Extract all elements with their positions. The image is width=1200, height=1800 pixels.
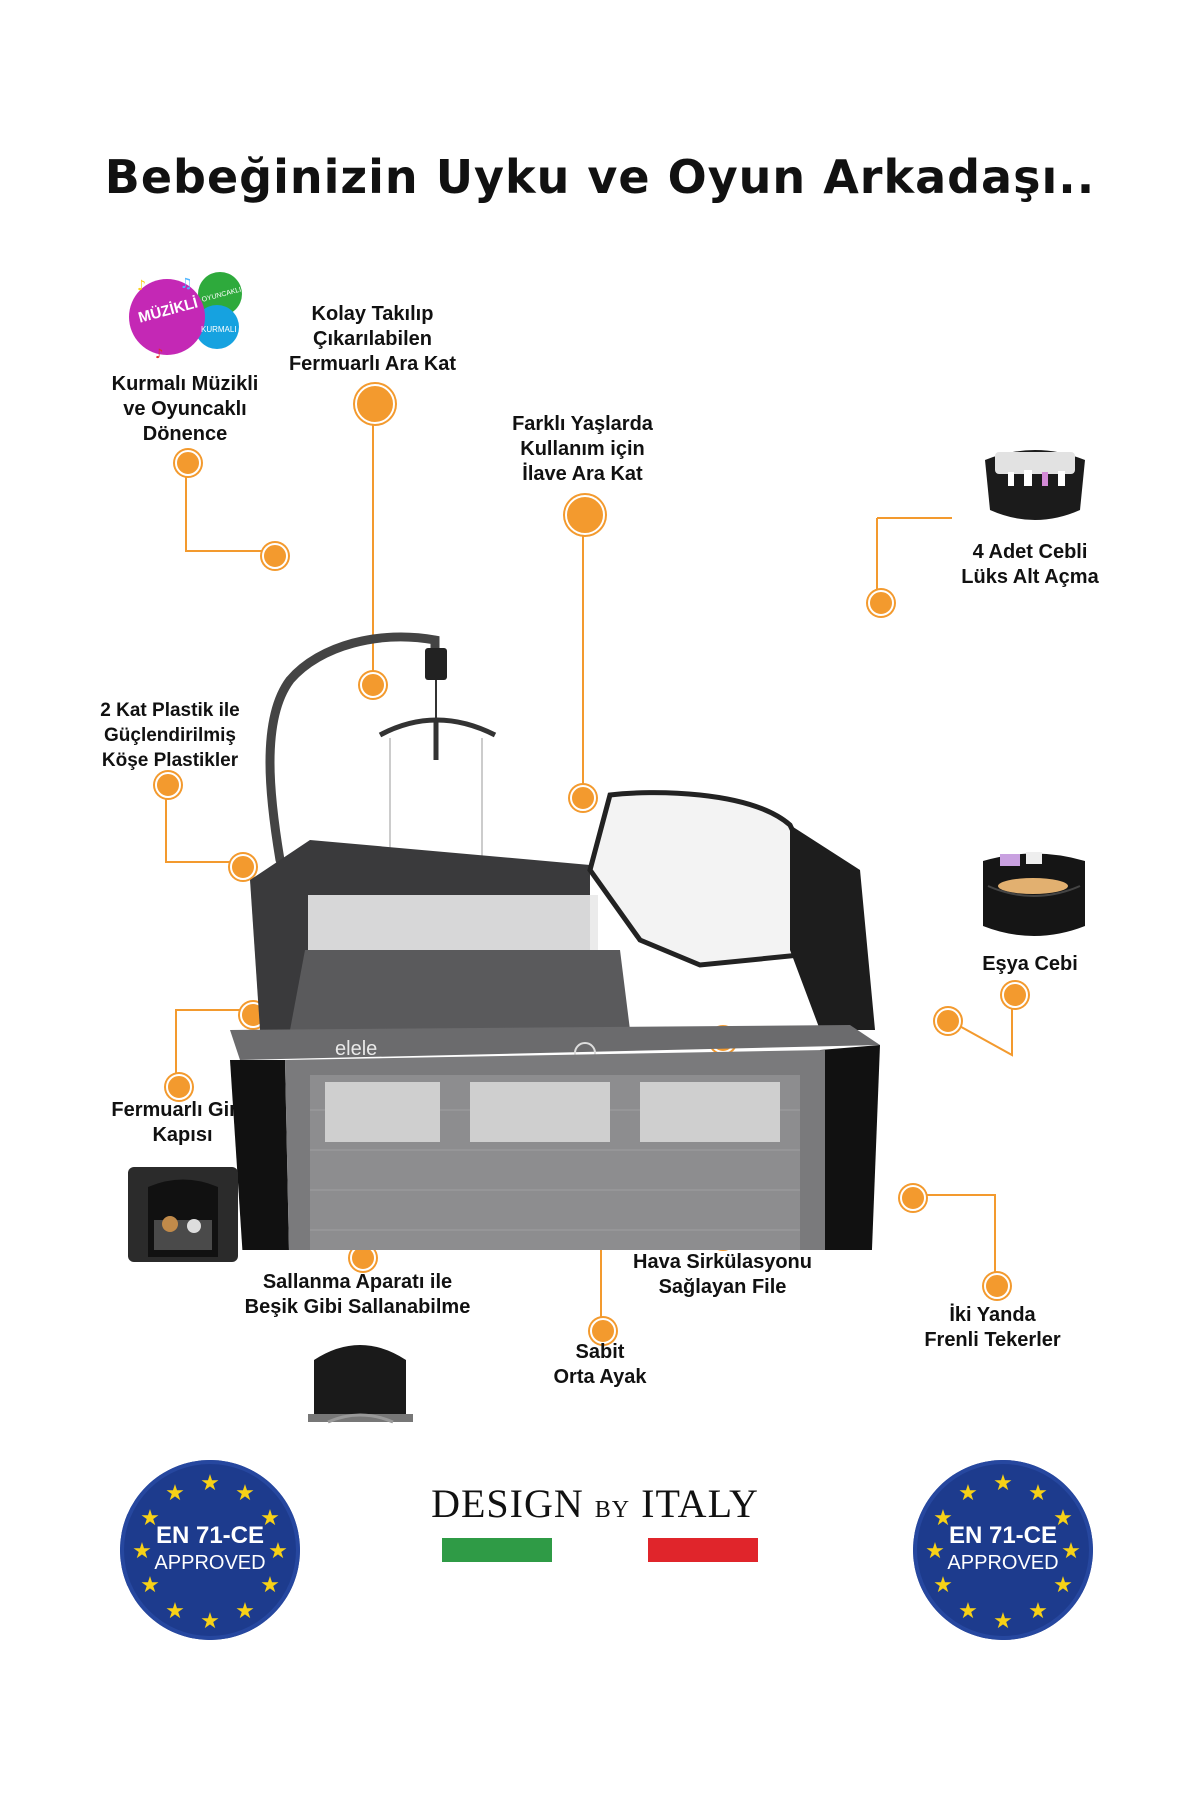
zipper-door-thumbnail bbox=[128, 1167, 238, 1262]
dot-wheels-point bbox=[900, 1185, 926, 1211]
label-center-leg: Sabit Orta Ayak bbox=[553, 1341, 647, 1388]
dot-pocket bbox=[1002, 982, 1028, 1008]
svg-text:★: ★ bbox=[1028, 1599, 1048, 1624]
label-mesh: Hava Sirkülasyonu Sağlayan File bbox=[633, 1251, 812, 1298]
by-word: BY bbox=[594, 1497, 631, 1523]
label-rocking: Sallanma Aparatı ile Beşik Gibi Sallanab… bbox=[244, 1271, 471, 1318]
label-changer: 4 Adet Cebli Lüks Alt Açma bbox=[961, 541, 1099, 588]
label-mobile: Kurmalı Müzikli ve Oyuncaklı Dönence bbox=[111, 373, 259, 445]
italy-flag-green-bar bbox=[442, 1538, 552, 1562]
brand-logo-text: elele bbox=[335, 1038, 377, 1060]
italy-word: ITALY bbox=[641, 1481, 759, 1526]
svg-text:★: ★ bbox=[132, 1539, 152, 1564]
svg-text:★: ★ bbox=[268, 1539, 288, 1564]
dot-corners bbox=[155, 772, 181, 798]
svg-text:♫: ♫ bbox=[180, 276, 193, 292]
svg-text:★: ★ bbox=[958, 1481, 978, 1506]
svg-text:★: ★ bbox=[260, 1506, 280, 1531]
dot-mobile bbox=[175, 450, 201, 476]
svg-text:★: ★ bbox=[933, 1573, 953, 1598]
badge-line1: EN 71-CE bbox=[948, 1522, 1058, 1549]
svg-text:★: ★ bbox=[993, 1609, 1013, 1634]
kurmali-text: KURMALI bbox=[201, 325, 237, 334]
svg-text:★: ★ bbox=[235, 1599, 255, 1624]
svg-text:★: ★ bbox=[140, 1573, 160, 1598]
dot-extra-layer-point bbox=[570, 785, 596, 811]
design-word: DESIGN bbox=[431, 1481, 584, 1526]
eu-stars-icon: ★★★ ★★★ ★★★ ★★★ bbox=[132, 1471, 288, 1634]
svg-text:★: ★ bbox=[925, 1539, 945, 1564]
en71-ce-badge-left: ★★★ ★★★ ★★★ ★★★ EN 71-CE APPROVED bbox=[120, 1460, 300, 1640]
music-toy-badge-icon: MÜZİKLİ OYUNCAKLI KURMALI ♪ ♫ ♪ bbox=[125, 272, 245, 362]
badge-line1: EN 71-CE bbox=[155, 1522, 265, 1549]
label-pocket: Eşya Cebi bbox=[982, 953, 1078, 975]
svg-text:★: ★ bbox=[958, 1599, 978, 1624]
svg-text:★: ★ bbox=[235, 1481, 255, 1506]
badge-line2: APPROVED bbox=[947, 1552, 1059, 1574]
svg-text:★: ★ bbox=[260, 1573, 280, 1598]
dot-zipper-layer-point bbox=[360, 672, 386, 698]
rocking-accessory-thumbnail bbox=[308, 1345, 413, 1424]
svg-text:♪: ♪ bbox=[137, 278, 146, 294]
dot-center-leg bbox=[590, 1318, 616, 1344]
dot-zipper-layer bbox=[355, 384, 395, 424]
label-corners: 2 Kat Plastik ile Güçlendirilmiş Köşe Pl… bbox=[100, 700, 240, 771]
storage-pocket-thumbnail bbox=[983, 852, 1085, 936]
dot-corners-point bbox=[230, 854, 256, 880]
svg-text:★: ★ bbox=[1053, 1506, 1073, 1531]
changer-pockets-thumbnail bbox=[985, 450, 1085, 520]
svg-text:♪: ♪ bbox=[155, 347, 163, 362]
page-title: Bebeğinizin Uyku ve Oyun Arkadaşı.. bbox=[104, 150, 1096, 204]
en71-ce-badge-right: ★★★ ★★★ ★★★ ★★★ EN 71-CE APPROVED bbox=[913, 1460, 1093, 1640]
playard-crib-illustration: elele bbox=[230, 632, 880, 1250]
svg-text:★: ★ bbox=[1053, 1573, 1073, 1598]
svg-text:★: ★ bbox=[140, 1506, 160, 1531]
svg-text:★: ★ bbox=[1061, 1539, 1081, 1564]
dot-changer-point bbox=[868, 590, 894, 616]
badge-line2: APPROVED bbox=[154, 1552, 266, 1574]
svg-text:★: ★ bbox=[1028, 1481, 1048, 1506]
label-zipper-layer: Kolay Takılıp Çıkarılabilen Fermuarlı Ar… bbox=[288, 303, 457, 375]
svg-text:★: ★ bbox=[165, 1599, 185, 1624]
svg-text:★: ★ bbox=[933, 1506, 953, 1531]
dot-extra-layer bbox=[565, 495, 605, 535]
dot-door bbox=[166, 1074, 192, 1100]
svg-text:★: ★ bbox=[993, 1471, 1013, 1496]
svg-text:★: ★ bbox=[200, 1609, 220, 1634]
dot-wheels bbox=[984, 1273, 1010, 1299]
eu-stars-icon: ★★★ ★★★ ★★★ ★★★ bbox=[925, 1471, 1081, 1634]
dot-mobile-point bbox=[262, 543, 288, 569]
italy-flag-red-bar bbox=[648, 1538, 758, 1562]
dot-pocket-point bbox=[935, 1008, 961, 1034]
svg-text:★: ★ bbox=[200, 1471, 220, 1496]
label-extra-layer: Farklı Yaşlarda Kullanım için İlave Ara … bbox=[512, 413, 653, 485]
label-wheels: İki Yanda Frenli Tekerler bbox=[924, 1304, 1061, 1351]
design-by-italy-logo: DESIGN BY ITALY bbox=[430, 1480, 760, 1527]
svg-text:★: ★ bbox=[165, 1481, 185, 1506]
